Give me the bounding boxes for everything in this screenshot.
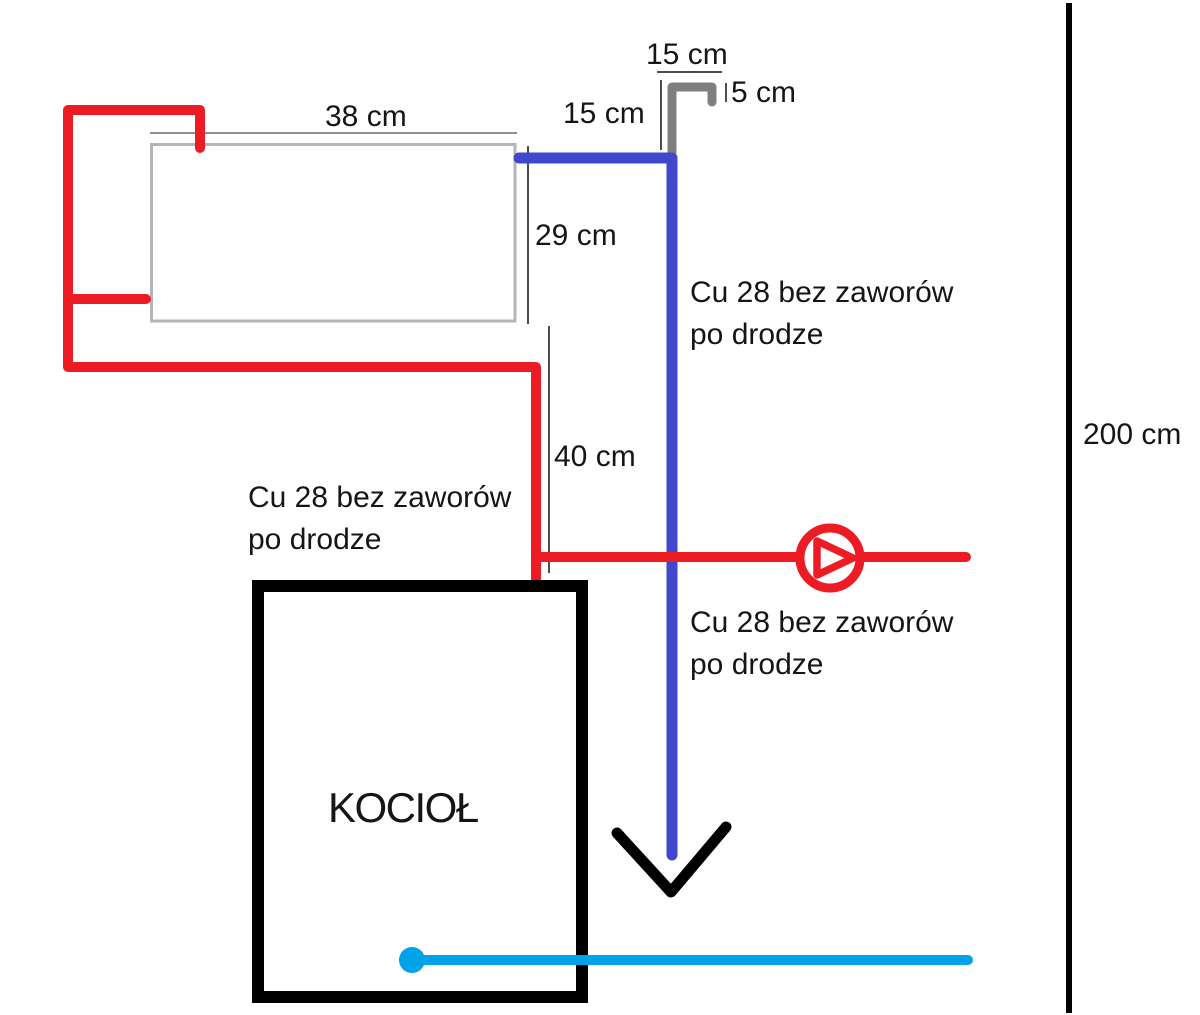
pipe-note-lower: Cu 28 bez zaworów po drodze <box>690 602 953 686</box>
dim-label-38cm: 38 cm <box>325 100 407 133</box>
pipe-note-upper: Cu 28 bez zaworów po drodze <box>690 272 953 356</box>
dim-label-15cm-left: 15 cm <box>563 97 645 130</box>
pipe-note-line: Cu 28 bez zaworów <box>248 481 512 514</box>
flow-arrow-down-icon <box>611 821 732 898</box>
return-pipe-blue <box>513 152 678 861</box>
radiator-body <box>150 143 517 323</box>
vent-pipe-gray <box>667 82 717 158</box>
pipe-note-middle: Cu 28 bez zaworów po drodze <box>248 477 511 561</box>
dim-label-40cm: 40 cm <box>554 440 636 473</box>
boiler-label: KOCIOŁ <box>328 784 479 831</box>
fill-pipe-endpoint-dot <box>399 947 425 973</box>
pump-icon <box>795 523 865 593</box>
dim-label-5cm: 5 cm <box>731 76 797 109</box>
dim-label-200cm: 200 cm <box>1083 418 1182 451</box>
boiler-outline <box>252 580 588 1003</box>
dim-label-15cm-top: 15 cm <box>646 38 728 71</box>
pump-triangle-icon <box>813 537 857 579</box>
pipe-note-line: po drodze <box>690 648 824 681</box>
pipe-note-line: po drodze <box>248 523 382 556</box>
dim-label-29cm: 29 cm <box>535 219 617 252</box>
pipe-note-line: Cu 28 bez zaworów <box>690 606 954 639</box>
pipe-note-line: Cu 28 bez zaworów <box>690 276 954 309</box>
supply-pipe-red-loop <box>63 105 541 585</box>
pipe-note-line: po drodze <box>690 318 824 351</box>
